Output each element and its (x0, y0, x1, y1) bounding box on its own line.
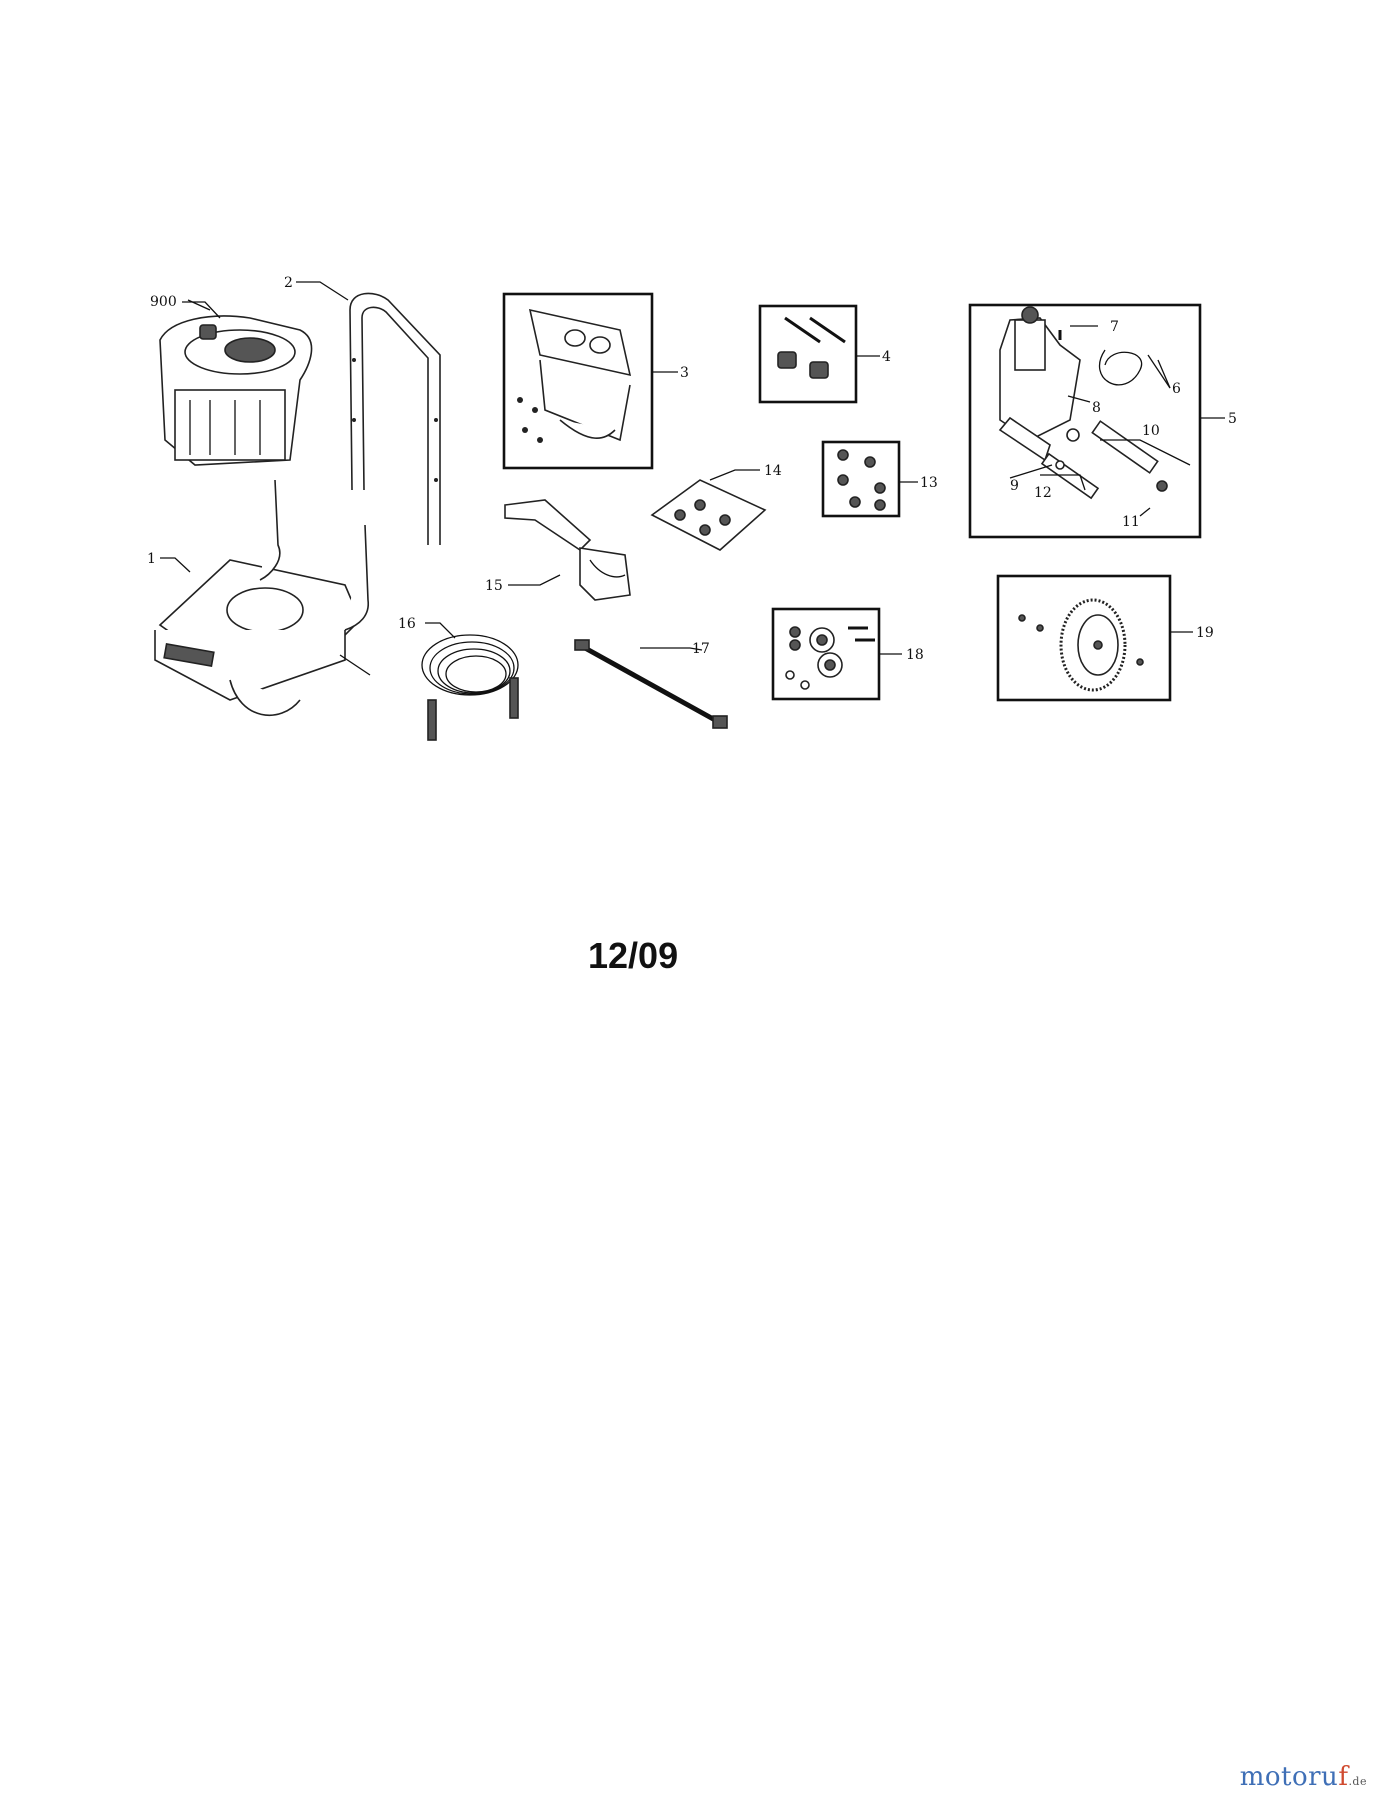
watermark-f: f (1338, 1762, 1349, 1792)
wheel-hardware-drawing (785, 626, 875, 690)
callout-10: 10 (1142, 423, 1160, 439)
watermark-suffix: .de (1348, 1775, 1367, 1788)
part-13-box (821, 440, 901, 518)
hose-drawing (421, 634, 519, 741)
callout-5: 5 (1228, 411, 1237, 427)
callout-6: 6 (1172, 381, 1181, 397)
pump-drawing (998, 306, 1168, 500)
part-4-box (758, 304, 858, 404)
callout-17: 17 (692, 641, 710, 657)
screws-drawing (837, 449, 886, 511)
nozzle-kit-drawing (650, 479, 767, 551)
callout-12: 12 (1034, 485, 1052, 501)
callout-8: 8 (1092, 400, 1101, 416)
wheel-drawing (1018, 598, 1144, 692)
callout-1: 1 (147, 551, 156, 567)
bracket-drawing (517, 308, 632, 443)
engine-drawing (159, 299, 313, 466)
callout-4: 4 (882, 349, 891, 365)
part-19-box (996, 574, 1172, 702)
bolts-drawing (777, 316, 846, 379)
callout-18: 18 (906, 647, 924, 663)
revision-date: 12/09 (588, 935, 679, 976)
wand-drawing (574, 639, 728, 729)
callout-3: 3 (680, 365, 689, 381)
callout-900: 900 (150, 294, 177, 310)
frame-drawing (154, 479, 371, 716)
callout-19: 19 (1196, 625, 1214, 641)
callout-11: 11 (1122, 514, 1140, 530)
callout-labels: 900 2 3 4 5 6 7 8 9 10 11 12 13 14 15 16… (147, 275, 1237, 663)
handle-drawing (349, 292, 441, 545)
callout-16: 16 (398, 616, 416, 632)
site-watermark: motoruf.de (1240, 1762, 1367, 1792)
callout-9: 9 (1010, 478, 1019, 494)
part-5-box (968, 303, 1202, 539)
spray-gun-drawing (504, 499, 631, 601)
callout-2: 2 (284, 275, 293, 291)
part-3-box (502, 292, 654, 470)
callout-14: 14 (764, 463, 782, 479)
watermark-main: motoru (1239, 1762, 1339, 1792)
callout-13: 13 (920, 475, 938, 491)
callout-15: 15 (485, 578, 503, 594)
callout-7: 7 (1110, 319, 1119, 335)
leader-lines (160, 281, 1225, 655)
